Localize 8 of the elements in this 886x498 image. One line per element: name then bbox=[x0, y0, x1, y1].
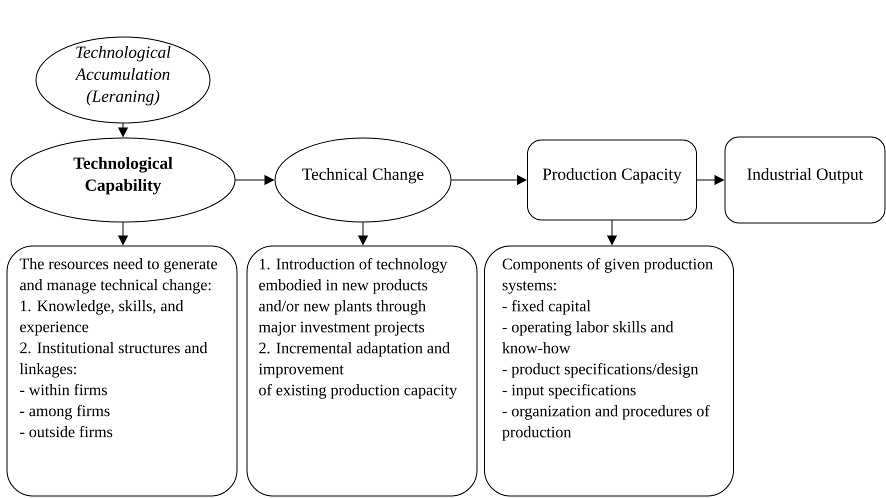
text-box: 1. Introduction of technology embodied in new products and/or new plants through major investment projects 2. Incremental adaptation and improvement of existing production capacity bbox=[246, 246, 478, 496]
process-box: Production Capacity bbox=[527, 140, 697, 220]
text-box: Components of given production systems: - fixed capital - operating labor skills and know-how - product specifications/design - input specifications - organization and procedures of production bbox=[484, 246, 734, 496]
text-box: The resources need to generate and manage technical change: 1. Knowledge, skills, and experience 2. Institutional structures and linkages: - within firms - among firms - outside firms bbox=[6, 246, 238, 496]
ellipse-node: Technological Capability bbox=[10, 138, 236, 222]
ellipse-node: Technological Accumulation (Leraning) bbox=[36, 36, 210, 124]
process-box: Industrial Output bbox=[724, 136, 886, 224]
ellipse-node: Technical Change bbox=[274, 138, 452, 222]
